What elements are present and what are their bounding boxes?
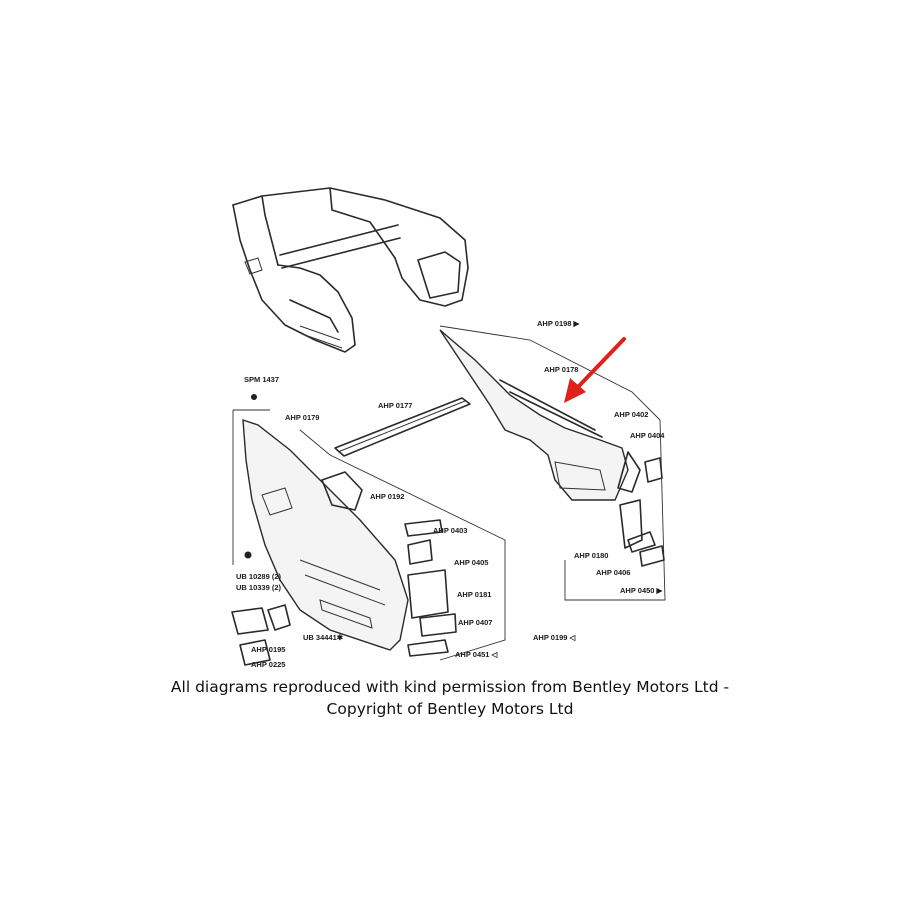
label-ahp-0402: AHP 0402 — [614, 410, 648, 419]
label-ub-10339: UB 10339 (2) — [236, 583, 282, 592]
label-ahp-0406: AHP 0406 — [596, 568, 630, 577]
label-ahp-0195: AHP 0195 — [251, 645, 285, 654]
copyright-caption: All diagrams reproduced with kind permis… — [0, 676, 900, 720]
label-ahp-0177: AHP 0177 — [378, 401, 412, 410]
label-ub-34441: UB 34441✱ — [303, 633, 344, 642]
label-ahp-0404: AHP 0404 — [630, 431, 665, 440]
label-ahp-0450: AHP 0450 ▶ — [620, 586, 664, 595]
label-ahp-0192: AHP 0192 — [370, 492, 404, 501]
label-ahp-0405: AHP 0405 — [454, 558, 488, 567]
label-spm-1437: SPM 1437 — [244, 375, 279, 384]
label-ahp-0199: AHP 0199 ◁ — [533, 633, 577, 642]
body-shell-drawing — [232, 187, 469, 353]
outer-panel-drawing — [231, 394, 506, 666]
label-ahp-0179: AHP 0179 — [285, 413, 319, 422]
red-arrow — [564, 337, 626, 403]
label-ub-10289: UB 10289 (2) — [236, 572, 282, 581]
label-ahp-0180: AHP 0180 — [574, 551, 608, 560]
label-ahp-0178: AHP 0178 — [544, 365, 578, 374]
label-ahp-0198: AHP 0198 ▶ — [537, 319, 581, 328]
inner-panel-drawing — [439, 325, 666, 601]
part-labels: SPM 1437 AHP 0179 AHP 0177 AHP 0192 AHP … — [236, 319, 665, 669]
caption-line-2: Copyright of Bentley Motors Ltd — [326, 700, 574, 718]
label-ahp-0407: AHP 0407 — [458, 618, 492, 627]
label-ahp-0451: AHP 0451 ◁ — [455, 650, 499, 659]
caption-line-1: All diagrams reproduced with kind permis… — [170, 678, 730, 696]
sill-strip-drawing — [334, 397, 471, 457]
label-ahp-0403: AHP 0403 — [433, 526, 467, 535]
label-ahp-0181: AHP 0181 — [457, 590, 491, 599]
label-ahp-0225: AHP 0225 — [251, 660, 285, 669]
